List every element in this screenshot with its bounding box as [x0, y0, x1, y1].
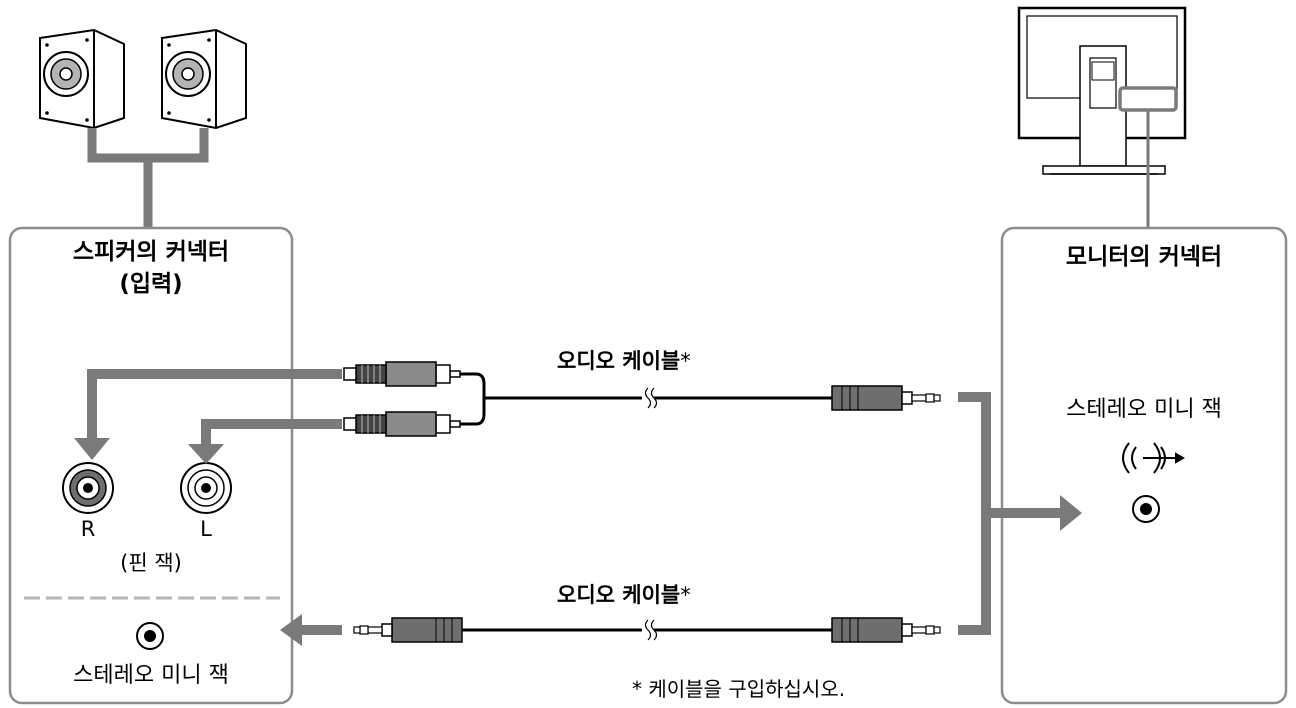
audio-out-symbol-icon — [1122, 442, 1186, 474]
jack-left-label: L — [200, 517, 212, 541]
arrow-to-rca-right-head — [74, 438, 110, 460]
footnote: * 케이블을 구입하십시오. — [632, 677, 846, 701]
rca-jack-right-icon — [62, 462, 114, 514]
speaker-connector-panel — [8, 226, 294, 705]
monitor-mini-jack-icon — [1132, 495, 1160, 523]
speaker-left-icon — [39, 28, 125, 130]
rca-jack-left-icon — [180, 462, 232, 514]
top-cable-asterisk: * — [680, 349, 691, 373]
bottom-cable — [353, 617, 941, 643]
monitor-connector-panel — [1000, 226, 1288, 705]
speaker-mini-jack-icon — [136, 622, 164, 650]
speaker-link-line — [87, 128, 209, 230]
arrow-to-rca-left-head — [188, 444, 224, 464]
bottom-cable-label: 오디오 케이블* — [557, 583, 691, 607]
bottom-cable-label-text: 오디오 케이블 — [557, 583, 681, 607]
top-cable — [343, 361, 941, 437]
arrow-to-speaker-mini-jack-head — [280, 614, 302, 646]
bracket-to-monitor — [958, 392, 1062, 635]
monitor-stereo-mini-jack-label: 스테레오 미니 잭 — [1066, 397, 1222, 422]
bracket-to-monitor-head — [1060, 495, 1082, 531]
jack-right-label: R — [80, 517, 96, 541]
speaker-right-icon — [161, 28, 247, 130]
pin-jack-label: (핀 잭) — [120, 551, 182, 575]
monitor-rear-icon — [1017, 6, 1187, 175]
top-cable-label: 오디오 케이블* — [557, 349, 691, 373]
arrow-to-rca-left — [201, 419, 342, 446]
arrow-to-rca-right — [87, 369, 342, 440]
bottom-cable-asterisk: * — [680, 583, 691, 607]
speaker-panel-subtitle: (입력) — [119, 271, 183, 297]
top-cable-label-text: 오디오 케이블 — [557, 349, 681, 373]
speaker-stereo-mini-jack-label: 스테레오 미니 잭 — [73, 663, 229, 688]
monitor-panel-title: 모니터의 커넥터 — [1065, 244, 1223, 270]
speaker-panel-title: 스피커의 커넥터 — [72, 239, 230, 265]
